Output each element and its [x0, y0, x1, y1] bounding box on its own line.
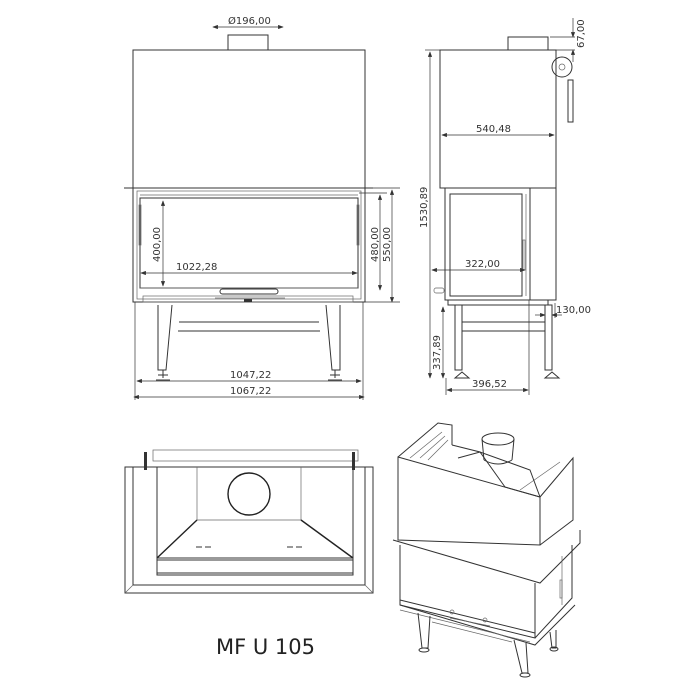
- dim-glass-width: 1022,28: [176, 262, 217, 273]
- top-outline: [124, 466, 374, 594]
- dim-width-between-feet: 1047,22: [230, 370, 271, 381]
- dim-leg-span: 396,52: [472, 379, 507, 390]
- damper-dial: [551, 56, 573, 78]
- dim-glass-height: 400,00: [152, 227, 163, 262]
- damper-lever: [567, 79, 574, 123]
- dim-leg-offset: 130,00: [556, 305, 591, 316]
- dim-door-height-inner: 480,00: [370, 227, 381, 262]
- glass-door: [139, 197, 359, 289]
- front-legs: [156, 304, 342, 381]
- dim-overall-width: 1067,22: [230, 386, 271, 397]
- top-view: [124, 449, 374, 594]
- hood: [132, 49, 366, 189]
- side-hood: [439, 49, 557, 189]
- front-view: Ø196,00 400,00 1022,28 480,00 550,00: [124, 15, 400, 400]
- model-title: MF U 105: [216, 635, 315, 659]
- dim-leg-height: 337,89: [432, 335, 443, 370]
- dim-flue-offset: 67,00: [576, 19, 587, 48]
- isometric-view: [392, 422, 581, 678]
- side-legs: [453, 304, 561, 379]
- top-flue-opening: [227, 472, 271, 516]
- dim-side-glass-width: 322,00: [465, 259, 500, 270]
- flue-collar: [227, 34, 269, 51]
- side-view: 67,00 540,48 322,00 1530,89 337,: [419, 18, 591, 395]
- dim-overall-height: 1530,89: [419, 187, 430, 228]
- side-firebox: [444, 187, 557, 301]
- dim-depth: 540,48: [476, 124, 511, 135]
- firebox-frame: [132, 187, 366, 303]
- dim-flue-diameter: Ø196,00: [228, 15, 271, 27]
- side-flue: [507, 36, 549, 51]
- door-handle: [219, 288, 279, 295]
- iso-flue: [481, 432, 515, 446]
- dim-door-height-outer: 550,00: [382, 227, 393, 262]
